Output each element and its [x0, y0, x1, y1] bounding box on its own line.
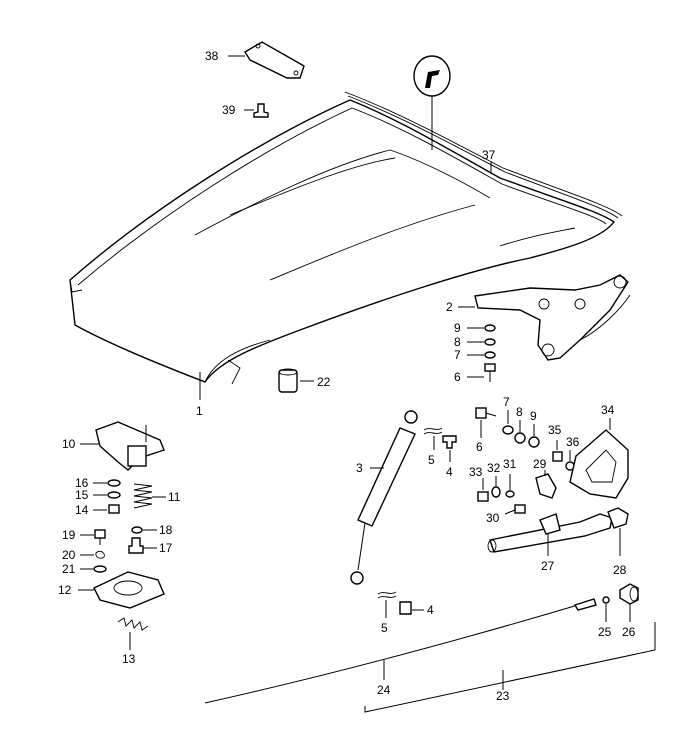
label-part-1: 1 — [196, 404, 203, 418]
label-part-6: 6 — [476, 440, 483, 454]
cover-plate — [228, 41, 305, 79]
lock-cylinder — [607, 507, 629, 556]
label-part-7: 7 — [503, 395, 510, 409]
label-part-20: 20 — [62, 548, 76, 562]
cable-grommet — [602, 583, 639, 622]
label-part-5: 5 — [381, 621, 388, 635]
label-part-6: 6 — [454, 370, 461, 384]
label-part-29: 29 — [533, 457, 547, 471]
bracket-fasteners — [475, 407, 540, 448]
hood-hinge — [458, 274, 631, 361]
label-part-21: 21 — [62, 562, 76, 576]
label-part-33: 33 — [469, 465, 483, 479]
strut-clips — [377, 427, 457, 618]
label-part-13: 13 — [122, 652, 136, 666]
label-part-3: 3 — [356, 461, 363, 475]
gas-strut — [350, 410, 418, 585]
catch-fasteners — [80, 529, 107, 573]
label-part-34: 34 — [601, 403, 615, 417]
hood-panel — [69, 99, 616, 385]
lock-fasteners — [93, 479, 121, 514]
label-part-39: 39 — [222, 103, 236, 117]
label-part-36: 36 — [566, 435, 580, 449]
label-part-11: 11 — [168, 490, 181, 504]
label-part-8: 8 — [454, 335, 461, 349]
cable-fasteners — [477, 474, 515, 502]
label-part-17: 17 — [159, 541, 173, 555]
lock-screws — [128, 526, 157, 554]
label-part-8: 8 — [516, 405, 523, 419]
label-part-2: 2 — [446, 300, 453, 314]
lever-screw — [504, 504, 526, 515]
label-part-10: 10 — [62, 437, 76, 451]
label-part-4: 4 — [427, 603, 434, 617]
lock-spring — [133, 483, 166, 509]
label-part-4: 4 — [446, 465, 453, 479]
label-part-5: 5 — [428, 453, 435, 467]
lock-catch — [78, 571, 165, 609]
bump-stop — [278, 368, 314, 393]
return-spring — [117, 617, 149, 650]
label-part-26: 26 — [622, 625, 636, 639]
label-part-14: 14 — [75, 503, 89, 517]
label-part-16: 16 — [75, 476, 89, 490]
hood-emblem — [413, 55, 451, 150]
hinge-fasteners — [467, 324, 496, 382]
release-lever — [487, 513, 613, 556]
label-part-30: 30 — [486, 511, 500, 525]
label-part-7: 7 — [454, 348, 461, 362]
label-part-9: 9 — [454, 321, 461, 335]
label-part-37: 37 — [482, 148, 496, 162]
release-cable — [204, 598, 597, 704]
label-part-32: 32 — [487, 461, 501, 475]
label-part-22: 22 — [317, 375, 331, 389]
leader-lines — [199, 162, 492, 400]
label-part-31: 31 — [503, 457, 517, 471]
label-part-19: 19 — [62, 528, 76, 542]
rivet — [244, 103, 269, 118]
hood-seal — [344, 91, 623, 219]
part-labels: 1 2 3 4 4 5 5 6 6 7 7 8 8 9 9 10 11 12 1… — [58, 49, 636, 703]
label-part-18: 18 — [159, 523, 173, 537]
label-part-25: 25 — [598, 625, 612, 639]
label-part-28: 28 — [613, 563, 627, 577]
label-part-27: 27 — [541, 559, 555, 573]
label-part-12: 12 — [58, 583, 72, 597]
hood-lock — [80, 421, 165, 471]
label-part-9: 9 — [530, 409, 537, 423]
release-bracket — [535, 418, 629, 499]
label-part-15: 15 — [75, 488, 89, 502]
label-part-24: 24 — [377, 683, 391, 697]
label-part-38: 38 — [205, 49, 219, 63]
assembly-bracket — [364, 622, 656, 713]
label-part-35: 35 — [548, 423, 562, 437]
label-part-23: 23 — [496, 689, 510, 703]
